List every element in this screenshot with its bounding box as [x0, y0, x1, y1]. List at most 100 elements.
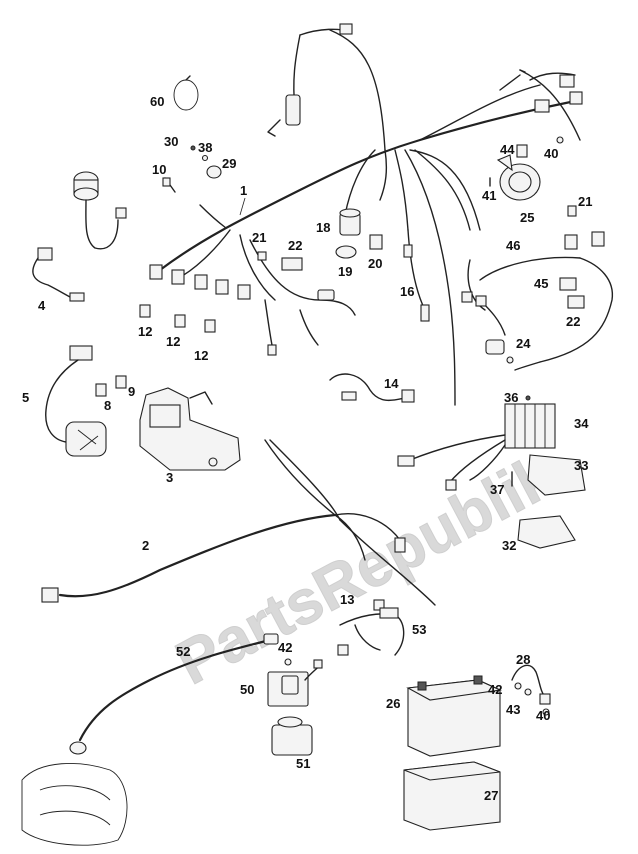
fuse-cable-53[interactable] — [337, 599, 405, 656]
switch-24[interactable] — [485, 339, 514, 364]
callout-1: 1 — [240, 183, 247, 198]
relay-socket — [139, 304, 151, 318]
watermark: PartsRepublik — [165, 441, 566, 698]
clip-22-left[interactable] — [281, 257, 303, 271]
ignition-coil-plug — [285, 94, 301, 126]
callout-26: 26 — [386, 696, 400, 711]
callout-2: 2 — [142, 538, 149, 553]
cover-32[interactable] — [517, 515, 576, 549]
callout-44: 44 — [500, 142, 515, 157]
relay — [149, 264, 163, 280]
condenser-18[interactable] — [339, 208, 361, 236]
clip-21-left[interactable] — [257, 251, 267, 261]
callout-50: 50 — [240, 682, 254, 697]
callout-52: 52 — [176, 644, 190, 659]
clip-29[interactable] — [206, 165, 222, 179]
nut-42-right[interactable] — [514, 682, 522, 690]
callout-21-right: 21 — [578, 194, 592, 209]
relay-cluster[interactable] — [139, 264, 251, 333]
rubber-ring-19[interactable] — [335, 245, 357, 259]
callout-5: 5 — [22, 390, 29, 405]
callout-3: 3 — [166, 470, 173, 485]
battery-tray-27[interactable] — [403, 761, 501, 831]
callout-42-left: 42 — [278, 640, 292, 655]
cable-2-plug — [41, 587, 59, 603]
nut-40-bottom[interactable] — [542, 708, 550, 716]
relay — [171, 269, 185, 285]
callout-10: 10 — [152, 162, 166, 177]
horn-bracket-44[interactable] — [516, 144, 528, 158]
callout-12-b: 12 — [166, 334, 180, 349]
battery-26[interactable] — [406, 675, 502, 757]
screw-36[interactable] — [525, 395, 531, 401]
callout-14: 14 — [384, 376, 399, 391]
relay-50[interactable] — [267, 659, 323, 707]
callout-25: 25 — [520, 210, 534, 225]
clip-8[interactable] — [95, 383, 107, 397]
clip-21-right[interactable] — [567, 205, 577, 217]
harness-plug-right-b — [569, 91, 583, 105]
callout-20: 20 — [368, 256, 382, 271]
relay — [215, 279, 229, 295]
callout-22-left: 22 — [288, 238, 302, 253]
mounting-bracket[interactable] — [139, 387, 241, 471]
harness-46[interactable] — [461, 231, 614, 371]
bracket-33[interactable] — [527, 454, 586, 496]
small-washer[interactable] — [201, 154, 209, 162]
callout-45: 45 — [534, 276, 548, 291]
relay — [194, 274, 208, 290]
callout-19: 19 — [338, 264, 352, 279]
harness-plug-center — [317, 289, 335, 301]
clip-9[interactable] — [115, 375, 127, 389]
connector-4[interactable] — [32, 247, 85, 302]
callout-18: 18 — [316, 220, 330, 235]
callout-27: 27 — [484, 788, 498, 803]
fuse-holder[interactable] — [162, 177, 171, 187]
ignition-switch[interactable] — [73, 171, 127, 250]
relay-socket — [174, 314, 186, 328]
callout-46: 46 — [506, 238, 520, 253]
callout-53: 53 — [412, 622, 426, 637]
callout-8: 8 — [104, 398, 111, 413]
nut-40-top[interactable] — [556, 136, 564, 144]
callout-42-right: 42 — [488, 682, 502, 697]
handlebar-switch[interactable] — [45, 345, 107, 457]
clip-45[interactable] — [559, 277, 577, 291]
sensor-16[interactable] — [403, 229, 430, 322]
starter-cable-52[interactable] — [69, 633, 279, 755]
small-screw[interactable] — [190, 145, 196, 151]
callout-33: 33 — [574, 458, 588, 473]
callout-60: 60 — [150, 94, 164, 109]
regulator-34[interactable] — [397, 403, 556, 491]
cable-tie-ring[interactable] — [173, 79, 199, 111]
callout-34: 34 — [574, 416, 589, 431]
callout-51: 51 — [296, 756, 310, 771]
harness-top-plug — [339, 23, 353, 35]
callout-40-top: 40 — [544, 146, 558, 161]
clip-22-right[interactable] — [567, 295, 585, 309]
relay-holder-51[interactable] — [271, 716, 313, 756]
starter-motor[interactable] — [21, 762, 128, 846]
callout-36: 36 — [504, 390, 518, 405]
cable-2[interactable] — [41, 439, 436, 606]
horn-25[interactable] — [496, 154, 541, 201]
callout-37: 37 — [490, 482, 504, 497]
callout-24: 24 — [516, 336, 531, 351]
washer-43[interactable] — [524, 688, 532, 696]
bracket-20[interactable] — [369, 234, 383, 250]
callout-12-c: 12 — [194, 348, 208, 363]
callout-4: 4 — [38, 298, 46, 313]
relay-socket — [204, 319, 216, 333]
callout-38: 38 — [198, 140, 212, 155]
callout-13: 13 — [340, 592, 354, 607]
battery-cable-28[interactable] — [511, 664, 551, 705]
nut-42-left[interactable] — [284, 658, 292, 666]
callout-12-a: 12 — [138, 324, 152, 339]
callout-28: 28 — [516, 652, 530, 667]
callout-41: 41 — [482, 188, 496, 203]
callout-40-bottom: 40 — [536, 708, 550, 723]
sensor-14[interactable] — [329, 373, 415, 403]
cable-2-end — [394, 537, 406, 553]
callouts: 1 2 3 4 5 8 9 10 12 12 12 13 14 16 18 19… — [22, 94, 592, 803]
